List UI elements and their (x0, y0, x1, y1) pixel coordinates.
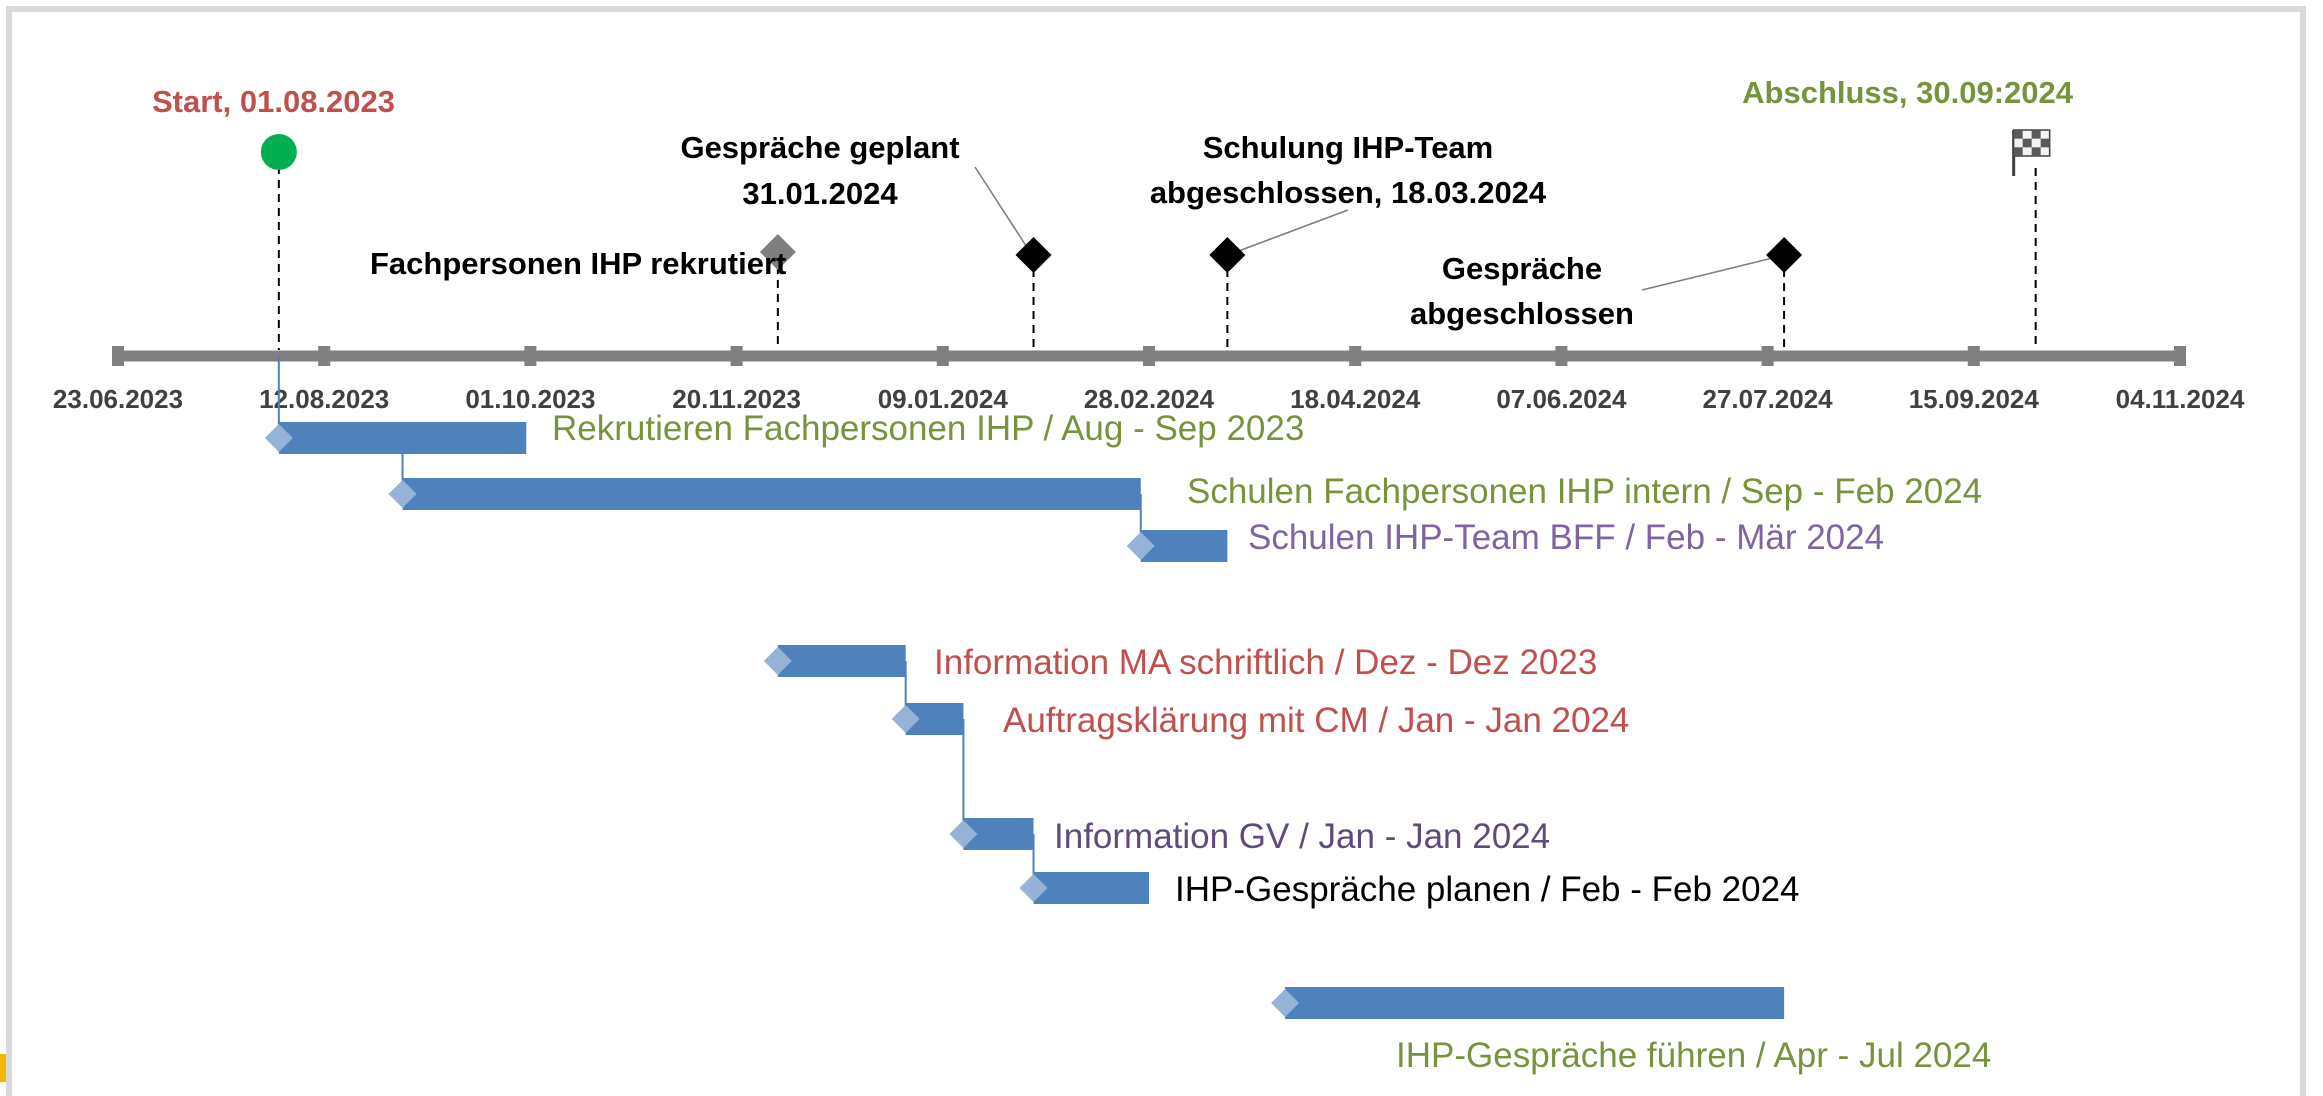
axis-tick (1967, 346, 1980, 366)
flag-check (2022, 138, 2032, 148)
axis-tick-label: 12.08.2023 (259, 384, 389, 414)
axis-tick (112, 346, 124, 366)
milestone-label: abgeschlossen (1410, 296, 1634, 331)
flag-check (2031, 147, 2041, 157)
milestone-label: Abschluss, 30.09:2024 (1742, 75, 2074, 110)
finish-flag-icon (2012, 129, 2051, 176)
task-start-diamond-icon (949, 820, 978, 848)
axis-tick (730, 346, 743, 366)
task-label: IHP-Gespräche planen / Feb - Feb 2024 (1175, 870, 1800, 909)
task-start-diamond-icon (1126, 532, 1155, 560)
flag-check (2013, 147, 2023, 157)
flag-check (2013, 130, 2023, 139)
task-bar (777, 645, 906, 677)
task-bars-group: Rekrutieren Fachpersonen IHP / Aug - Sep… (264, 409, 1991, 1075)
milestone-leader-line (1227, 209, 1349, 256)
milestone-label: abgeschlossen, 18.03.2024 (1150, 175, 1547, 210)
task-start-diamond-icon (1019, 874, 1048, 902)
axis-tick-label: 20.11.2023 (672, 384, 801, 414)
task-bar (1140, 530, 1228, 562)
axis-tick-label: 15.09.2024 (1909, 384, 2040, 414)
milestone-diamond-icon (1766, 237, 1803, 273)
axis-tick-label: 04.11.2024 (2116, 384, 2245, 414)
axis-tick (936, 346, 949, 366)
task-label: Information MA schriftlich / Dez - Dez 2… (934, 643, 1597, 682)
axis-tick-label: 23.06.2023 (53, 384, 183, 414)
axis-tick-label: 07.06.2024 (1496, 384, 1627, 414)
milestone-label: Gespräche geplant (680, 130, 959, 165)
axis-tick-label: 09.01.2024 (878, 384, 1009, 414)
axis-tick (1761, 346, 1774, 366)
milestone-diamond-icon (759, 234, 796, 270)
axis-tick (524, 346, 537, 366)
task-label: Rekrutieren Fachpersonen IHP / Aug - Sep… (552, 409, 1304, 448)
milestone-diamond-icon (1209, 237, 1246, 273)
milestone-leader-line (1641, 254, 1786, 291)
milestone-start-circle-icon (260, 134, 297, 170)
task-start-diamond-icon (388, 480, 417, 508)
axis-tick-label: 18.04.2024 (1290, 384, 1421, 414)
milestone-diamond-icon (1015, 237, 1052, 273)
task-bar (1033, 872, 1149, 904)
milestone-label: Gespräche (1442, 251, 1602, 286)
axis-tick (2174, 346, 2186, 366)
axis-tick (1143, 346, 1155, 366)
task-bar (402, 478, 1141, 510)
axis-tick (1349, 346, 1362, 366)
milestone-label: Schulung IHP-Team (1203, 130, 1494, 165)
task-start-diamond-icon (1271, 989, 1300, 1017)
task-bar (278, 422, 527, 454)
axis-tick-label: 01.10.2023 (465, 384, 595, 414)
task-start-diamond-icon (763, 647, 792, 675)
task-start-diamond-icon (264, 424, 293, 452)
flag-check (2040, 138, 2050, 148)
axis-tick (318, 346, 331, 366)
axis-tick (1555, 346, 1568, 366)
task-label: Information GV / Jan - Jan 2024 (1054, 817, 1550, 856)
flag-check (2031, 130, 2041, 139)
timeline-axis-group: 23.06.2023 12.08.2023 01.10.2023 20.11.2023… (53, 346, 2245, 414)
milestone-label: Fachpersonen IHP rekrutiert (370, 246, 786, 281)
milestone-label: 31.01.2024 (742, 176, 898, 211)
corner-accent (0, 1054, 6, 1082)
task-bar (1285, 987, 1785, 1019)
task-start-diamond-icon (891, 705, 920, 733)
task-label: IHP-Gespräche führen / Apr - Jul 2024 (1396, 1036, 1991, 1075)
chart-frame (6, 6, 2306, 1096)
axis-tick-label: 28.02.2024 (1084, 384, 1215, 414)
task-label: Auftragsklärung mit CM / Jan - Jan 2024 (1003, 701, 1629, 740)
task-label: Schulen IHP-Team BFF / Feb - Mär 2024 (1248, 518, 1884, 557)
axis-tick-label: 27.07.2024 (1703, 384, 1834, 414)
milestone-leader-line (974, 166, 1033, 256)
task-label: Schulen Fachpersonen IHP intern / Sep - … (1187, 472, 1982, 511)
milestone-label: Start, 01.08.2023 (152, 84, 395, 119)
